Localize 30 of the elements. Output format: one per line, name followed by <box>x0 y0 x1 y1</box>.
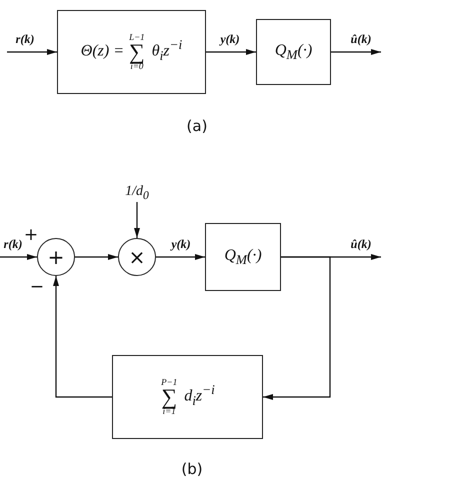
signal-label: r(k) <box>16 33 34 46</box>
block-box <box>256 19 331 85</box>
block-box <box>205 223 281 291</box>
arrow <box>53 276 112 398</box>
arrow <box>206 49 256 55</box>
signal-label: û(k) <box>350 33 372 46</box>
operator-symbol: × <box>128 247 146 267</box>
plus-sign: + <box>24 226 38 245</box>
junction-circle <box>37 238 75 276</box>
sub-caption: (a) <box>186 118 208 134</box>
signal-label: û(k) <box>350 238 372 252</box>
formula: Q$_{M}$(·) <box>224 246 262 268</box>
formula: Q$_{M}$(·) <box>274 40 312 64</box>
minus-sign: − <box>30 278 44 297</box>
arrow <box>263 256 331 400</box>
signal-label: y(k) <box>171 238 191 252</box>
signal-label: r(k) <box>4 238 22 252</box>
gain-label: 1/d$_{0}$ <box>118 184 156 202</box>
block-box <box>112 355 263 439</box>
sub-caption: (b) <box>181 461 203 478</box>
arrow <box>134 202 140 238</box>
operator-symbol: + <box>48 247 64 267</box>
arrow <box>75 254 118 260</box>
arrow <box>0 254 37 260</box>
arrow <box>7 49 57 55</box>
arrow <box>156 254 205 260</box>
junction-circle <box>118 238 156 276</box>
arrow <box>331 49 381 55</box>
block-box <box>57 10 206 94</box>
signal-label: y(k) <box>220 33 240 46</box>
